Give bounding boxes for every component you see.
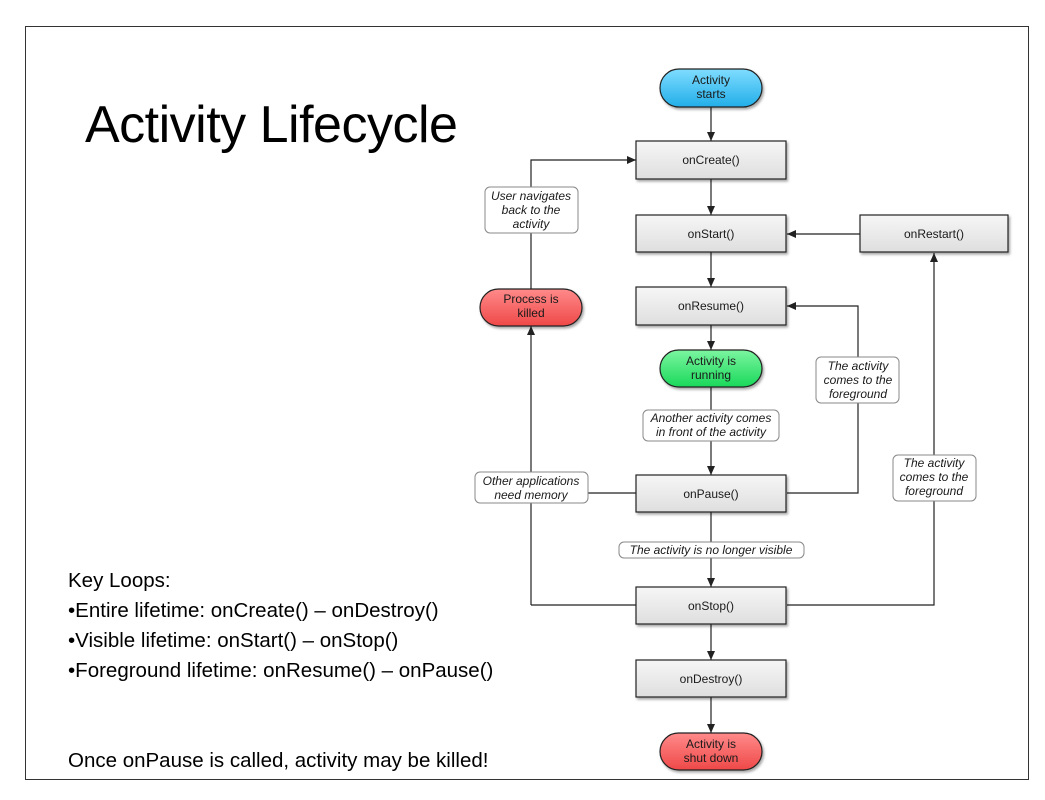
note-other-apps-need-memory: Other applications need memory <box>474 471 589 504</box>
method-onresume: onResume() <box>635 286 787 326</box>
state-activity-shut-down-line-1: Activity is <box>686 737 736 751</box>
notes-heading: Key Loops: <box>68 569 171 592</box>
note-user-navigates-back: User navigates back to the activity <box>484 186 579 234</box>
note-comes-to-foreground-resume-line-1: The activity <box>828 359 890 373</box>
key-loops-notes: Key Loops: •Entire lifetime: onCreate() … <box>68 566 493 776</box>
note-other-apps-need-memory-line-1: Other applications <box>483 474 580 488</box>
note-comes-to-foreground-restart-line-3: foreground <box>905 484 963 498</box>
notes-warning: Once onPause is called, activity may be … <box>68 749 489 772</box>
state-activity-running-line-1: Activity is <box>686 354 736 368</box>
note-comes-to-foreground-restart-line-1: The activity <box>904 456 966 470</box>
note-another-activity-front-line-2: in front of the activity <box>656 425 767 439</box>
note-user-navigates-back-line-3: activity <box>513 217 551 231</box>
method-onpause-label: onPause() <box>683 487 738 501</box>
note-another-activity-front: Another activity comes in front of the a… <box>642 409 780 442</box>
notes-line-entire-lifetime: •Entire lifetime: onCreate() – onDestroy… <box>68 599 439 622</box>
note-no-longer-visible-line-1: The activity is no longer visible <box>630 543 793 557</box>
state-process-killed-line-2: killed <box>517 306 544 320</box>
method-ondestroy: onDestroy() <box>635 659 787 698</box>
note-comes-to-foreground-resume-line-2: comes to the <box>824 373 893 387</box>
note-other-apps-need-memory-line-2: need memory <box>494 488 568 502</box>
method-oncreate-label: onCreate() <box>682 153 739 167</box>
state-activity-shut-down-line-2: shut down <box>684 751 739 765</box>
method-onstart: onStart() <box>635 214 787 253</box>
method-onresume-label: onResume() <box>678 299 744 313</box>
note-no-longer-visible: The activity is no longer visible <box>618 541 805 559</box>
method-onstop-label: onStop() <box>688 599 734 613</box>
state-activity-running: Activity is running <box>659 349 763 388</box>
connectors <box>527 107 938 733</box>
edge-onpause-to-killed <box>527 326 636 494</box>
method-oncreate: onCreate() <box>635 140 787 180</box>
method-onstart-label: onStart() <box>688 227 735 241</box>
edge-killed-to-oncreate <box>530 156 636 289</box>
note-comes-to-foreground-resume: The activity comes to the foreground <box>815 356 900 404</box>
method-onrestart: onRestart() <box>859 214 1009 253</box>
state-activity-starts-line-2: starts <box>696 87 725 101</box>
note-user-navigates-back-line-2: back to the <box>502 203 561 217</box>
method-onrestart-label: onRestart() <box>904 227 964 241</box>
state-activity-running-line-2: running <box>691 368 731 382</box>
edge-onstop-to-onrestart <box>787 253 938 606</box>
notes-line-foreground-lifetime: •Foreground lifetime: onResume() – onPau… <box>68 659 494 682</box>
note-another-activity-front-line-1: Another activity comes <box>650 411 772 425</box>
state-activity-starts-line-1: Activity <box>692 73 730 87</box>
note-user-navigates-back-line-1: User navigates <box>491 189 571 203</box>
state-activity-starts: Activity starts <box>659 68 763 108</box>
notes-line-visible-lifetime: •Visible lifetime: onStart() – onStop() <box>68 629 399 652</box>
method-onpause: onPause() <box>635 474 787 513</box>
method-ondestroy-label: onDestroy() <box>680 672 743 686</box>
note-comes-to-foreground-restart: The activity comes to the foreground <box>892 454 977 502</box>
state-activity-shut-down: Activity is shut down <box>659 732 763 771</box>
note-comes-to-foreground-resume-line-3: foreground <box>829 387 887 401</box>
note-comes-to-foreground-restart-line-2: comes to the <box>900 470 969 484</box>
state-process-killed-line-1: Process is <box>503 292 558 306</box>
slide-title: Activity Lifecycle <box>85 96 458 154</box>
method-onstop: onStop() <box>635 586 787 625</box>
state-process-killed: Process is killed <box>479 288 583 327</box>
